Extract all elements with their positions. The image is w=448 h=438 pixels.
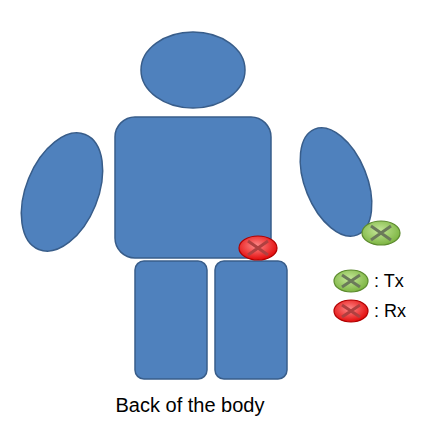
legend-text: : Rx <box>374 301 406 322</box>
legend-rx-sample <box>334 300 368 322</box>
head-shape <box>141 32 245 108</box>
right-leg-shape <box>215 261 287 379</box>
left-leg-shape <box>135 261 207 379</box>
torso-shape <box>115 117 271 258</box>
tx-marker <box>362 221 400 245</box>
legend-tx-sample <box>334 270 368 292</box>
rx-marker <box>239 236 277 260</box>
legend-text: : Tx <box>374 271 404 292</box>
figure-caption: Back of the body <box>116 394 265 417</box>
left-arm-shape <box>5 121 118 263</box>
